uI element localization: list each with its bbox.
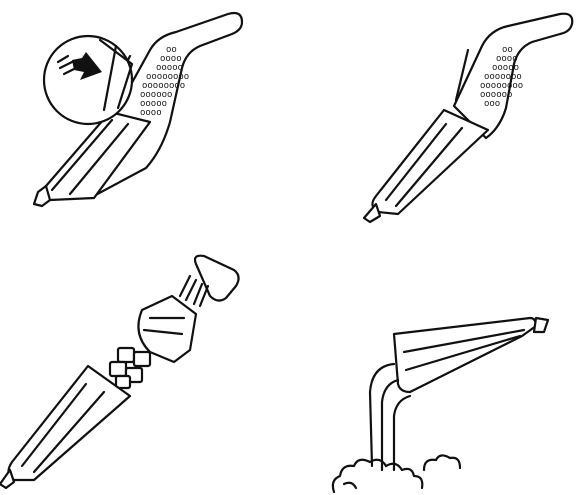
panel-empty-dust-cup [333, 318, 548, 492]
vacuum-icon: oo oooo ooooo ooooooo oooooooo oooooo oo… [364, 14, 572, 222]
filter-icon [110, 256, 239, 388]
dust-cloud-icon [333, 455, 460, 492]
panel-remove-filter [0, 256, 239, 488]
svg-text:oooo: oooo [140, 108, 162, 118]
dust-cup-icon [394, 318, 548, 392]
panel-press-release-button: oo oooo ooooo oooooooo oooooooo oooooo o… [34, 13, 242, 206]
magnifier-circle [44, 36, 132, 124]
svg-text:ooo: ooo [484, 99, 500, 109]
dust-cup-icon [0, 366, 130, 488]
panel-detach-dust-cup: oo oooo ooooo ooooooo oooooooo oooooo oo… [364, 14, 572, 222]
